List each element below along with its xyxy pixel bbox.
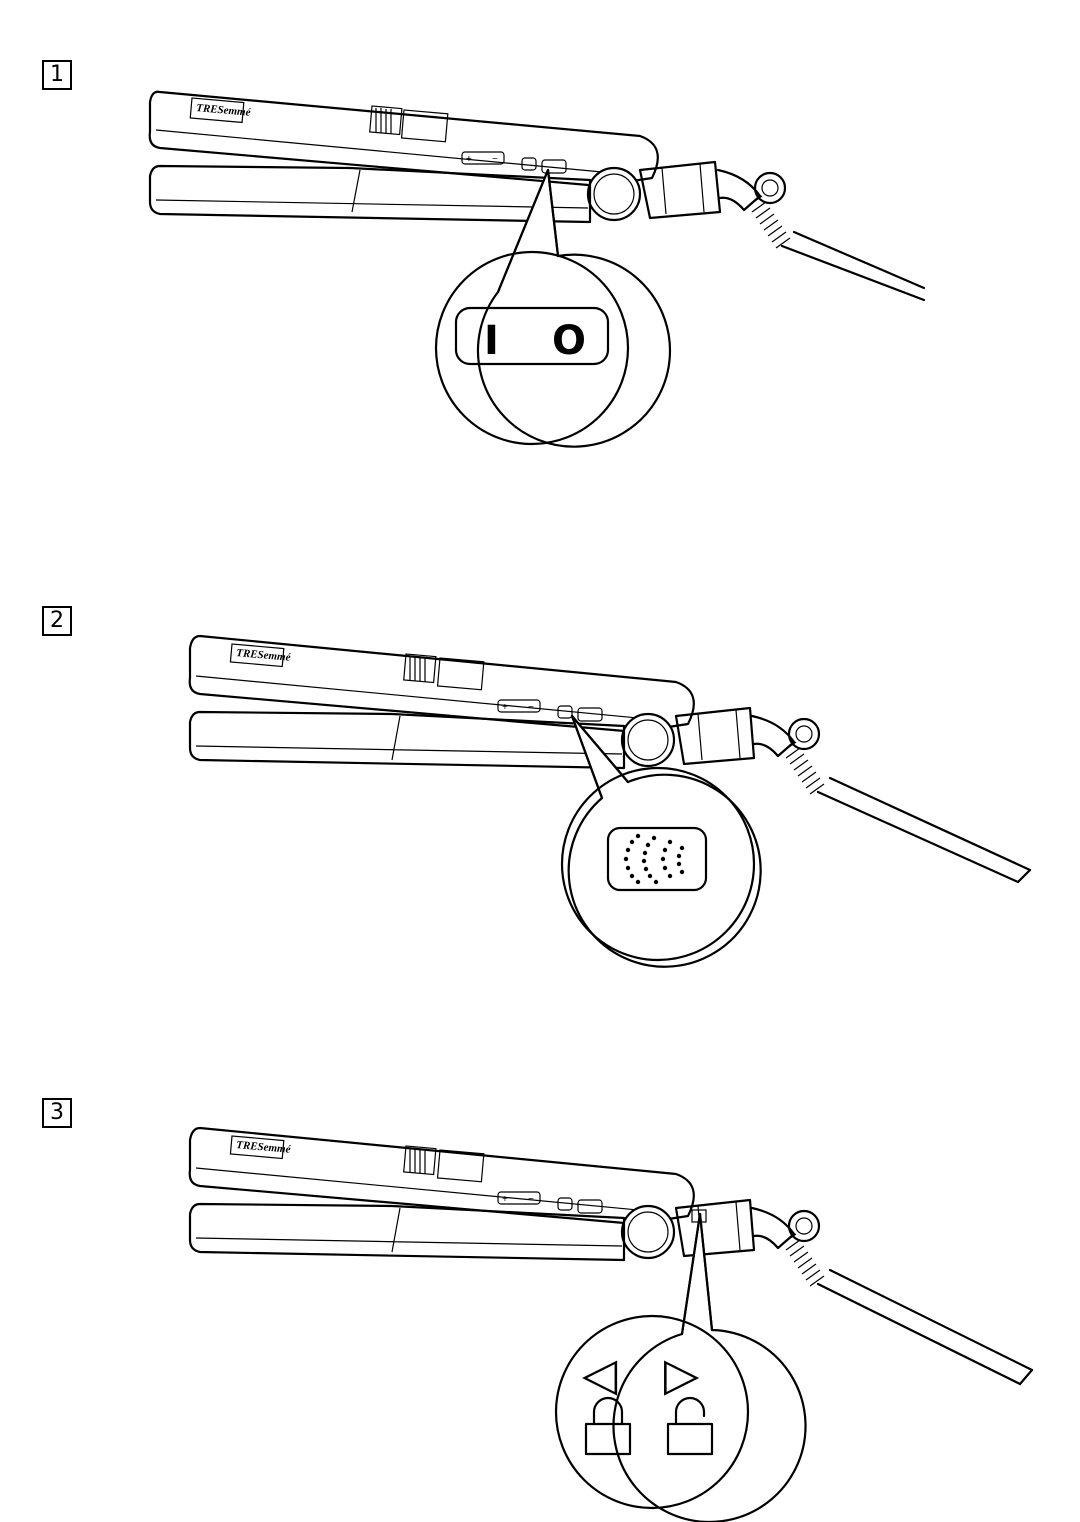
lock-closed-icon [584, 1396, 632, 1456]
heat-wave-icon [623, 833, 685, 885]
brand-label: TRESemmé [236, 647, 292, 664]
hair-straightener-1: TRESemmé + − I O [148, 90, 926, 448]
step-3-number: 3 [42, 1098, 72, 1128]
step-3-figure: TRESemmé + − ◁ ▷ [188, 1126, 1034, 1522]
step-1-figure: TRESemmé + − I O [148, 90, 926, 448]
step-2-number: 2 [42, 606, 72, 636]
temp-minus: − [492, 154, 498, 165]
temp-plus: + [502, 1194, 508, 1205]
temp-plus: + [466, 154, 472, 165]
temp-minus: − [528, 702, 534, 713]
brand-label: TRESemmé [236, 1139, 292, 1156]
step-1-number: 1 [42, 60, 72, 90]
brand-label: TRESemmé [196, 102, 252, 119]
hair-straightener-2: TRESemmé + − [188, 634, 1032, 968]
hair-straightener-3: TRESemmé + − ◁ ▷ [188, 1126, 1034, 1522]
arrow-left-icon: ◁ [581, 1347, 618, 1401]
temp-minus: − [528, 1194, 534, 1205]
plate-lock-detail: ◁ ▷ [581, 1347, 714, 1456]
lock-open-icon [666, 1396, 714, 1456]
switch-off-symbol: O [552, 318, 586, 364]
arrow-right-icon: ▷ [664, 1347, 700, 1401]
heat-mode-button-detail [606, 826, 708, 892]
switch-on-symbol: I [484, 318, 499, 364]
step-2-figure: TRESemmé + − [188, 634, 1032, 968]
power-switch-detail: I O [454, 306, 610, 366]
temp-plus: + [502, 702, 508, 713]
